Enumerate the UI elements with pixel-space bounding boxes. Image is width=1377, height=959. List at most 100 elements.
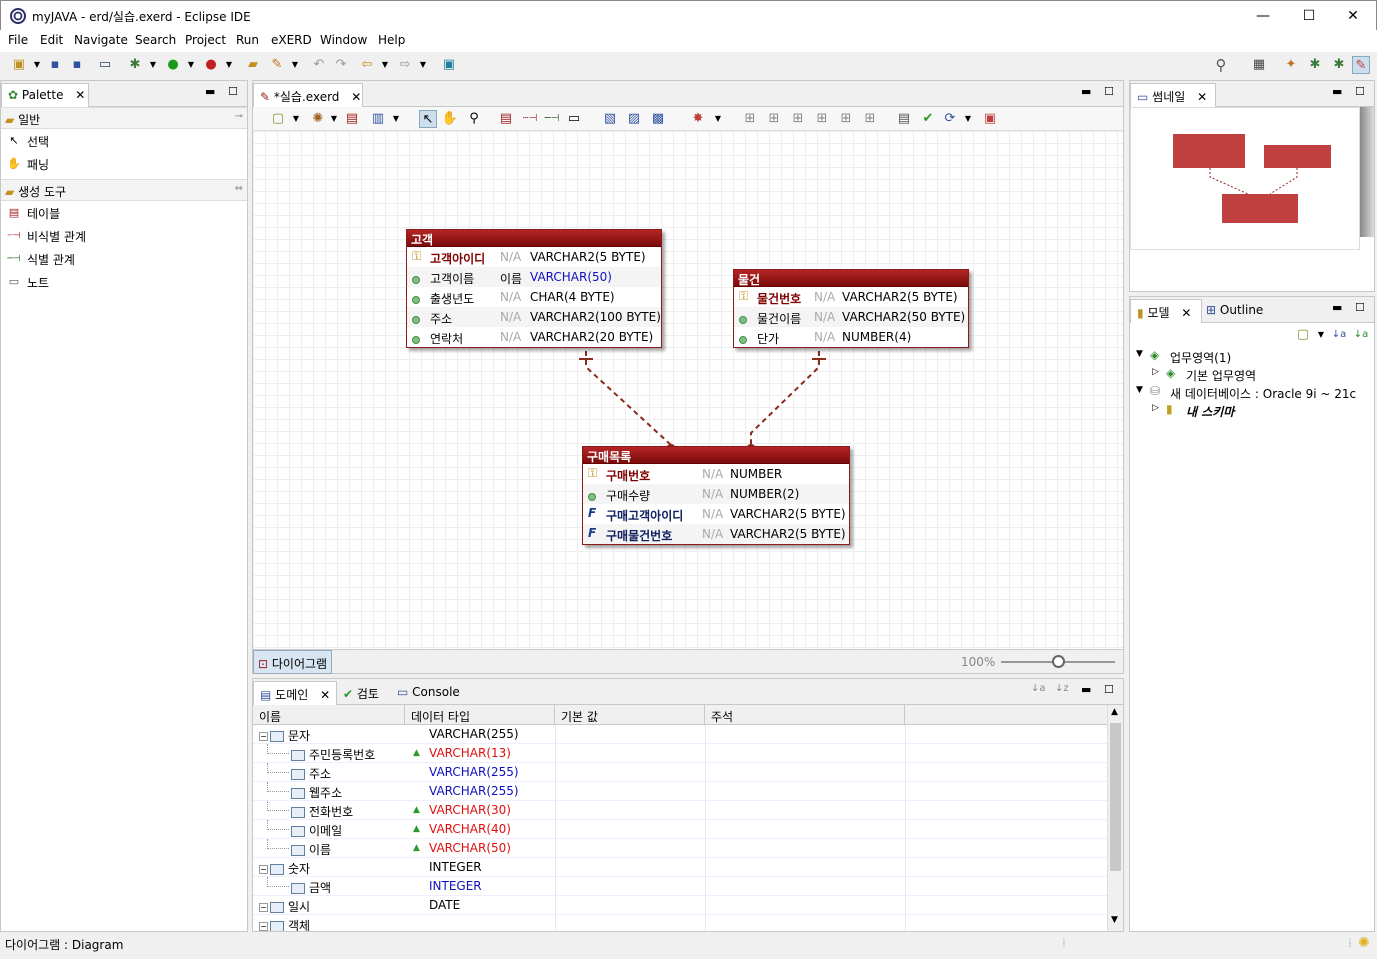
minimize-view-icon[interactable]: ▬: [1332, 85, 1343, 98]
col-header-default[interactable]: 기본 값: [555, 705, 705, 725]
palette-item-identifying-relation[interactable]: ─⊣ 식별 관계: [1, 247, 247, 270]
relation-product-purchase[interactable]: [750, 351, 820, 461]
menu-search[interactable]: Search: [135, 33, 177, 47]
layer-icon[interactable]: ▢: [271, 111, 285, 126]
exerd-perspective-icon[interactable]: ✎: [1352, 56, 1370, 74]
identifying-tool-icon[interactable]: ─⊣: [544, 113, 560, 124]
chevron-down-icon[interactable]: ▼: [1136, 349, 1143, 359]
validate-icon[interactable]: ✔: [922, 111, 934, 126]
maximize-view-icon[interactable]: ☐: [228, 85, 238, 98]
sort-az-icon[interactable]: ↓a: [1331, 329, 1347, 340]
forward-icon[interactable]: ⇨: [399, 57, 411, 72]
prev-edit-icon[interactable]: ↶: [313, 57, 325, 72]
chevron-right-icon[interactable]: ▷: [1152, 403, 1159, 413]
style-icon[interactable]: ✺: [312, 111, 324, 126]
tree-item-database[interactable]: ▼ ⛁ 새 데이터베이스 : Oracle 9i ~ 21c: [1130, 383, 1374, 401]
menu-run[interactable]: Run: [236, 33, 260, 47]
java-perspective-icon[interactable]: ✦: [1285, 57, 1297, 72]
non-identifying-tool-icon[interactable]: ┄⊣: [522, 113, 538, 124]
back-dropdown-icon[interactable]: ▼: [381, 60, 389, 69]
domain-row[interactable]: 전화번호▲VARCHAR(30): [253, 801, 1123, 820]
menu-project[interactable]: Project: [185, 33, 227, 47]
minimize-view-icon[interactable]: ▬: [1081, 85, 1092, 98]
collapse-icon[interactable]: −: [259, 903, 268, 912]
sort-type-icon[interactable]: ↓a: [1353, 329, 1369, 340]
col-header-comment[interactable]: 주석: [705, 705, 905, 725]
col-header-name[interactable]: 이름: [253, 705, 405, 725]
new-dropdown-icon[interactable]: ▼: [33, 60, 41, 69]
thumbnail-view[interactable]: [1130, 107, 1374, 291]
align-left-icon[interactable]: ⊞: [744, 111, 756, 126]
external-tools-dropdown-icon[interactable]: ▼: [225, 60, 233, 69]
close-icon[interactable]: ✕: [75, 88, 86, 102]
debug-icon[interactable]: ✱: [129, 57, 141, 72]
zoom-slider-thumb[interactable]: [1052, 655, 1065, 668]
menu-exerd[interactable]: eXERD: [271, 33, 312, 47]
align-center-icon[interactable]: ⊞: [768, 111, 780, 126]
layer-icon[interactable]: ▢: [1296, 327, 1310, 342]
align-right-icon[interactable]: ⊞: [792, 111, 804, 126]
align-bottom-icon[interactable]: ⊞: [864, 111, 876, 126]
tools-dropdown-icon[interactable]: ▼: [291, 60, 299, 69]
perspective-icon[interactable]: ▦: [1252, 57, 1266, 72]
scroll-thumb[interactable]: [1110, 723, 1121, 871]
copy-image-icon[interactable]: ▧: [603, 111, 617, 126]
close-icon[interactable]: ✕: [351, 90, 362, 104]
tab-diagram[interactable]: ⊡ 다이어그램: [253, 650, 333, 674]
pan-tool-icon[interactable]: ✋: [441, 111, 459, 126]
menu-window[interactable]: Window: [320, 33, 368, 47]
color-icon[interactable]: ✸: [692, 111, 704, 126]
git-perspective-icon[interactable]: ✱: [1333, 57, 1345, 72]
tab-review[interactable]: ✔ 검토: [343, 685, 379, 702]
collapse-icon[interactable]: −: [259, 922, 268, 931]
tools-icon[interactable]: ✎: [271, 57, 283, 72]
close-icon[interactable]: ✕: [320, 688, 331, 702]
tab-editor-file[interactable]: ✎ *실습.exerd ✕: [253, 83, 363, 107]
maximize-view-icon[interactable]: ☐: [1104, 85, 1114, 98]
domain-row[interactable]: −객체: [253, 915, 1123, 931]
palette-group-general[interactable]: ▰ 일반 ⊸: [1, 107, 247, 129]
zoom-tool-icon[interactable]: ⚲: [469, 111, 479, 126]
minimize-view-icon[interactable]: ▬: [1081, 683, 1092, 696]
menu-file[interactable]: File: [8, 33, 29, 47]
close-icon[interactable]: ✕: [1197, 90, 1208, 104]
help-icon[interactable]: ▣: [983, 111, 997, 126]
back-icon[interactable]: ⇦: [361, 57, 373, 72]
sort-az-icon[interactable]: ↓a: [1031, 683, 1046, 694]
minimize-view-icon[interactable]: ▬: [1332, 301, 1343, 314]
minimize-button[interactable]: —: [1256, 8, 1270, 24]
notation-dropdown-icon[interactable]: ▼: [392, 114, 400, 123]
scroll-up-icon[interactable]: ▲: [1111, 707, 1118, 717]
palette-item-non-identifying-relation[interactable]: ┄⊣ 비식별 관계: [1, 224, 247, 247]
print-icon[interactable]: ▨: [627, 111, 641, 126]
export-image-icon[interactable]: ▩: [651, 111, 665, 126]
external-tools-icon[interactable]: ●: [205, 57, 217, 72]
run-icon[interactable]: ●: [167, 57, 179, 72]
tree-item-schema[interactable]: ▷ ▮ 내 스키마: [1130, 401, 1374, 419]
properties-icon[interactable]: ▤: [897, 111, 911, 126]
layer-dropdown-icon[interactable]: ▼: [1317, 330, 1325, 339]
tab-domain[interactable]: ▤ 도메인 ✕: [253, 681, 337, 705]
search-icon[interactable]: ⚲: [1215, 56, 1227, 74]
palette-group-create[interactable]: ▰ 생성 도구 ⇔: [1, 179, 247, 201]
color-dropdown-icon[interactable]: ▼: [714, 114, 722, 123]
sort-za-icon[interactable]: ↓z: [1055, 683, 1069, 694]
maximize-view-icon[interactable]: ☐: [1355, 301, 1365, 314]
notation-icon[interactable]: ▥: [371, 111, 385, 126]
note-tool-icon[interactable]: ▭: [567, 111, 581, 126]
